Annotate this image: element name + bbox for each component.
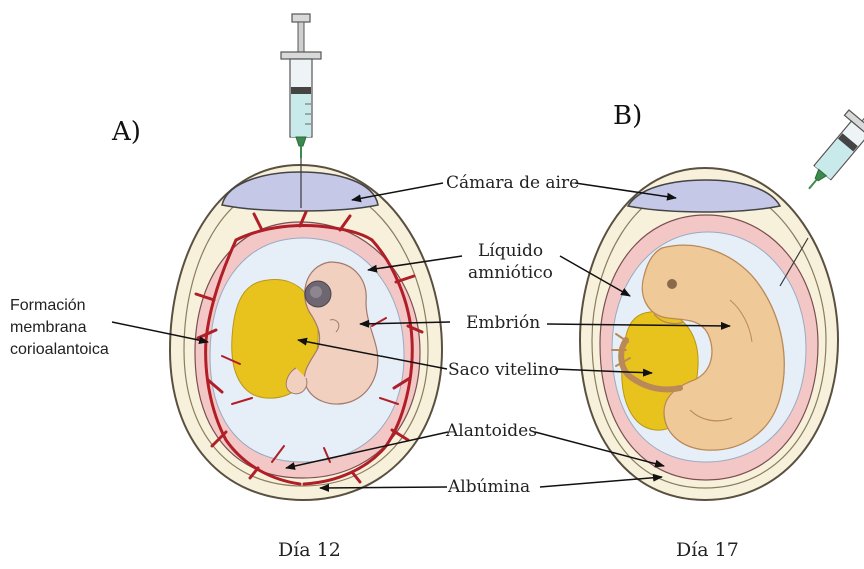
label-liquido-line2: amniótico xyxy=(468,263,553,283)
label-liquido-line1: Líquido xyxy=(478,241,543,261)
label-camara-de-aire: Cámara de aire xyxy=(446,173,579,193)
label-formacion-line3: corioalantoica xyxy=(10,341,109,358)
arrow-albumina-a xyxy=(320,487,447,488)
label-formacion-line2: membrana xyxy=(10,319,87,336)
panel-a: A) xyxy=(111,14,442,561)
label-albumina: Albúmina xyxy=(447,477,530,497)
label-alantoides: Alantoides xyxy=(445,421,537,441)
panel-a-day-label: Día 12 xyxy=(278,539,341,561)
syringe-b xyxy=(794,82,864,201)
panel-a-title: A) xyxy=(111,117,141,147)
label-formacion-line1: Formación xyxy=(10,297,86,314)
panel-b-title: B) xyxy=(613,101,642,131)
label-saco-vitelino: Saco vitelino xyxy=(448,360,559,380)
panel-b: B) Día 17 xyxy=(580,82,864,561)
panel-b-day-label: Día 17 xyxy=(676,539,739,561)
label-embrion: Embrión xyxy=(466,313,540,333)
